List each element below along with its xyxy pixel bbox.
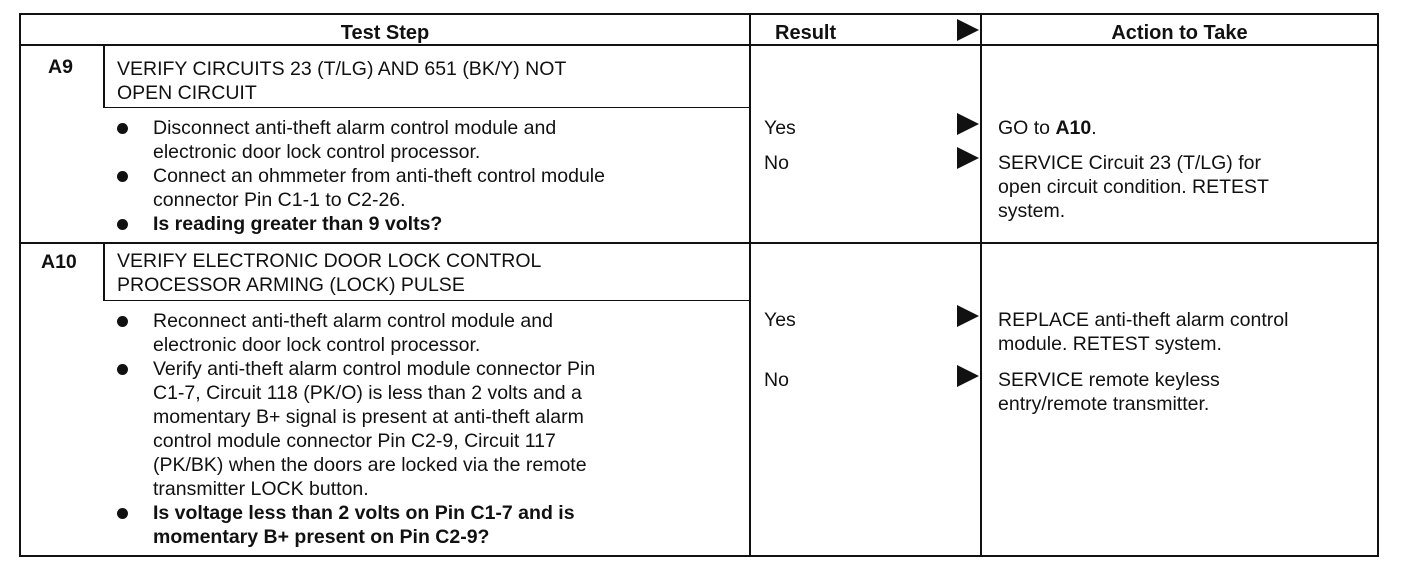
bullet-icon: [117, 364, 128, 375]
arrow-icon: [957, 19, 979, 41]
action-line: GO to A10.: [998, 116, 1097, 141]
instruction-question: Is voltage less than 2 volts on Pin C1-7…: [153, 502, 575, 524]
divider: [980, 15, 982, 555]
step-id: A9: [48, 56, 73, 78]
action-line: module. RETEST system.: [998, 333, 1222, 355]
step-title-line: OPEN CIRCUIT: [117, 82, 257, 104]
instruction-line: transmitter LOCK button.: [153, 478, 369, 500]
action-line: system.: [998, 200, 1066, 222]
header-test-step: Test Step: [340, 22, 430, 44]
action-text: GO to: [998, 117, 1056, 139]
instruction-line: Reconnect anti-theft alarm control modul…: [153, 310, 553, 332]
bullet-icon: [117, 171, 128, 182]
result-no: No: [764, 152, 789, 174]
step-id: A10: [41, 251, 77, 273]
instruction-question: Is reading greater than 9 volts?: [153, 213, 443, 235]
action-line: entry/remote transmitter.: [998, 393, 1210, 415]
instruction-question: momentary B+ present on Pin C2-9?: [153, 526, 490, 548]
instruction-line: Connect an ohmmeter from anti-theft cont…: [153, 165, 605, 187]
divider: [21, 242, 1377, 244]
bullet-icon: [117, 508, 128, 519]
instruction-line: electronic door lock control processor.: [153, 334, 481, 356]
step-reference: A10: [1055, 117, 1092, 139]
header-action: Action to Take: [1111, 22, 1248, 44]
step-title-line: PROCESSOR ARMING (LOCK) PULSE: [117, 274, 465, 296]
divider: [21, 44, 1377, 46]
divider: [105, 300, 751, 301]
step-title-line: VERIFY CIRCUITS 23 (T/LG) AND 651 (BK/Y)…: [117, 58, 567, 80]
instruction-line: Verify anti-theft alarm control module c…: [153, 358, 596, 380]
header-result: Result: [775, 22, 837, 44]
arrow-icon: [957, 113, 979, 135]
divider: [749, 15, 751, 555]
result-no: No: [764, 369, 789, 391]
action-line: open circuit condition. RETEST: [998, 176, 1269, 198]
instruction-line: (PK/BK) when the doors are locked via th…: [153, 454, 587, 476]
arrow-icon: [957, 305, 979, 327]
instruction-line: control module connector Pin C2-9, Circu…: [153, 430, 556, 452]
bullet-icon: [117, 316, 128, 327]
diagnostic-table: Test Step Result Action to Take A9 VERIF…: [19, 13, 1379, 557]
arrow-icon: [957, 365, 979, 387]
action-line: SERVICE Circuit 23 (T/LG) for: [998, 152, 1261, 174]
result-yes: Yes: [764, 309, 796, 331]
action-line: SERVICE remote keyless: [998, 369, 1220, 391]
step-title-line: VERIFY ELECTRONIC DOOR LOCK CONTROL: [117, 250, 542, 272]
divider: [105, 107, 751, 108]
arrow-icon: [957, 147, 979, 169]
instruction-line: electronic door lock control processor.: [153, 141, 481, 163]
action-text: .: [1091, 117, 1097, 139]
divider: [103, 244, 105, 301]
instruction-line: connector Pin C1-1 to C2-26.: [153, 189, 406, 211]
bullet-icon: [117, 123, 128, 134]
divider: [103, 44, 105, 108]
instruction-line: C1-7, Circuit 118 (PK/O) is less than 2 …: [153, 382, 582, 404]
bullet-icon: [117, 219, 128, 230]
result-yes: Yes: [764, 117, 796, 139]
action-line: REPLACE anti-theft alarm control: [998, 309, 1289, 331]
instruction-line: Disconnect anti-theft alarm control modu…: [153, 117, 557, 139]
instruction-line: momentary B+ signal is present at anti-t…: [153, 406, 584, 428]
